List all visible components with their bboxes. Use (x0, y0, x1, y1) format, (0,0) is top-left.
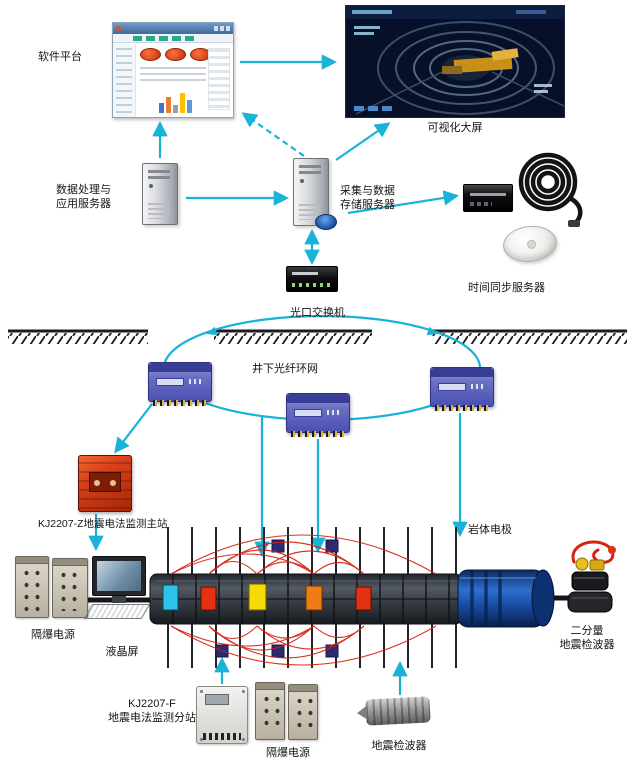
tunnel-image (346, 6, 565, 117)
power-supply-icon-bottom-1 (255, 682, 285, 740)
substation-icon-left (148, 362, 212, 406)
rock-electrode-label: 岩体电极 (468, 524, 512, 536)
visualization-screen (345, 5, 565, 118)
optical-switch-label: 光口交换机 (290, 307, 345, 319)
power-supply-icon-left-2 (52, 558, 88, 618)
two-component-geophone-icon (560, 536, 626, 622)
monitor-screen (92, 556, 146, 596)
window-titlebar (113, 23, 233, 34)
field-lines (170, 534, 437, 666)
substation-f-label: KJ2207-F 地震电法监测分站 (108, 698, 196, 725)
substation-icon-middle (286, 393, 350, 437)
lcd-monitor-icon (83, 556, 152, 628)
main-station-icon (78, 455, 132, 512)
kj2207f-device-icon (196, 686, 248, 744)
visual-screen-label: 可视化大屏 (427, 122, 483, 134)
app-server-icon (142, 163, 178, 225)
monitor-stand (112, 596, 126, 603)
junction-squares (215, 539, 339, 658)
electrode-blocks (162, 583, 372, 611)
database-icon (315, 214, 337, 230)
window-toolbar (113, 34, 233, 43)
power-supply-icon-bottom-2 (288, 684, 318, 740)
tc-geophone-label: 二分量 地震检波器 (559, 625, 615, 652)
text-lines (140, 67, 206, 83)
app-server-label: 数据处理与 应用服务器 (56, 184, 111, 211)
power-left-label: 隔爆电源 (31, 629, 75, 641)
gps-antenna-icon (501, 223, 559, 265)
software-platform-label: 软件平台 (38, 51, 82, 63)
main-station-label: KJ2207-Z地震电法监测主站 (38, 518, 168, 530)
pie-charts (140, 48, 211, 61)
window-sidebar (113, 44, 136, 117)
lcd-label: 液晶屏 (105, 646, 139, 658)
geophone-icon (365, 696, 431, 726)
time-sync-receiver-icon (463, 184, 513, 212)
electrode-stakes (167, 527, 457, 668)
bar-chart (159, 91, 192, 113)
optical-switch-icon (286, 266, 338, 292)
ground-surface (8, 329, 627, 344)
cable-coil-icon (512, 148, 588, 228)
power-bottom-label: 隔爆电源 (266, 747, 310, 759)
fiber-ring-label: 井下光纤环网 (252, 363, 318, 375)
software-platform-window (112, 22, 234, 118)
storage-server-icon (293, 158, 337, 230)
data-table (208, 48, 230, 110)
storage-server-label: 采集与数据 存储服务器 (340, 185, 395, 212)
keyboard-icon (83, 604, 151, 619)
substation-icon-right (430, 367, 494, 411)
geophone-label: 地震检波器 (371, 740, 427, 752)
power-supply-icon-left-1 (15, 556, 49, 618)
time-sync-label: 时间同步服务器 (468, 282, 545, 294)
